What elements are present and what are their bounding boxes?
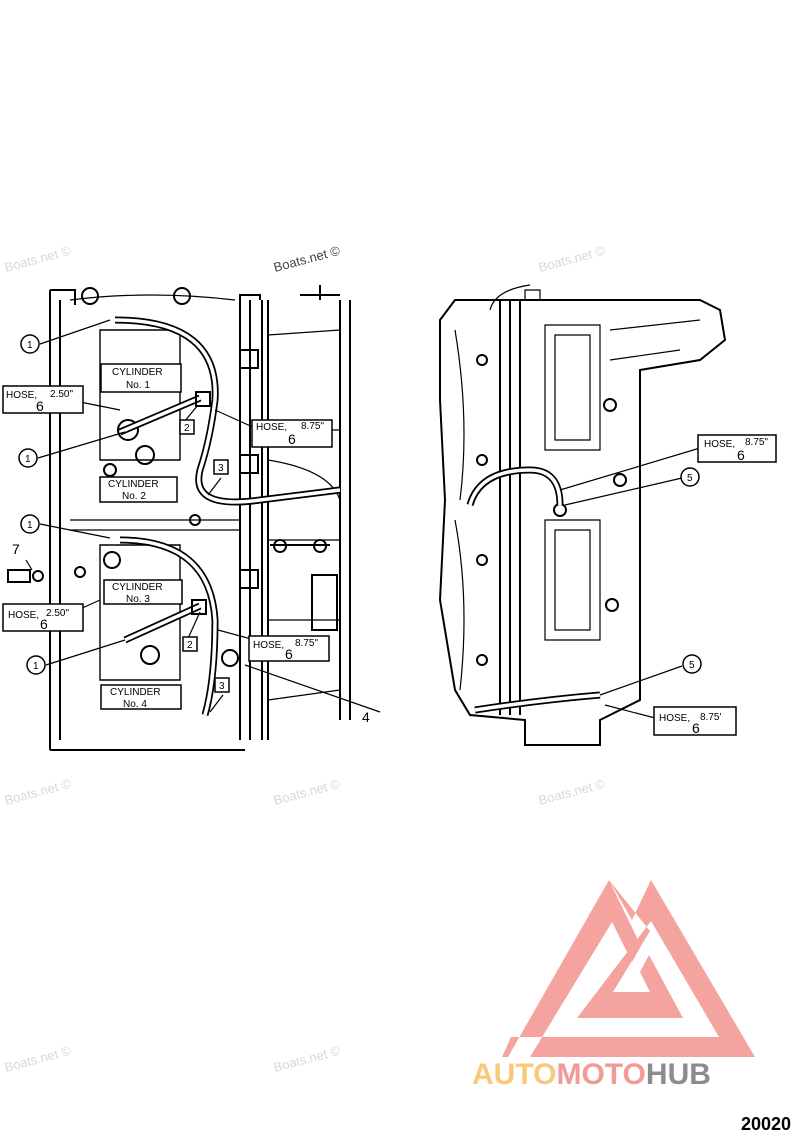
svg-text:2: 2 bbox=[187, 640, 193, 651]
svg-text:HOSE,: HOSE, bbox=[256, 422, 287, 433]
svg-text:8.75": 8.75" bbox=[301, 421, 324, 432]
hose-label: HOSE, 8.75'6 bbox=[653, 706, 737, 736]
svg-text:6: 6 bbox=[36, 398, 44, 414]
hose-label: HOSE, 2.50"6 bbox=[2, 603, 84, 632]
watermark: Boats.net © bbox=[537, 776, 607, 808]
svg-text:HOSE,: HOSE, bbox=[704, 439, 735, 450]
svg-text:6: 6 bbox=[40, 616, 48, 632]
svg-text:3: 3 bbox=[219, 681, 225, 692]
left-engine-block bbox=[25, 285, 381, 751]
svg-text:6: 6 bbox=[737, 447, 745, 463]
svg-text:2.50": 2.50" bbox=[50, 389, 73, 400]
svg-text:HOSE,: HOSE, bbox=[8, 610, 39, 621]
svg-text:3: 3 bbox=[218, 463, 224, 474]
svg-text:6: 6 bbox=[692, 720, 700, 736]
svg-text:HOSE,: HOSE, bbox=[253, 640, 284, 651]
watermark: Boats.net © bbox=[3, 1043, 73, 1075]
svg-text:2: 2 bbox=[184, 423, 190, 434]
watermark: Boats.net © bbox=[537, 243, 607, 275]
svg-text:CYLINDER: CYLINDER bbox=[110, 687, 161, 698]
callout-1: 1 bbox=[26, 655, 46, 675]
svg-text:6: 6 bbox=[288, 431, 296, 447]
automotohub-logo: AUTOMOTOHUB bbox=[472, 880, 755, 1091]
watermark: Boats.net © bbox=[272, 776, 342, 808]
right-labels: HOSE,8.75"6 HOSE,8.75'6 5 5 bbox=[653, 434, 777, 736]
svg-text:HOSE,: HOSE, bbox=[6, 390, 37, 401]
svg-text:CYLINDER: CYLINDER bbox=[108, 479, 159, 490]
callout-7: 7 bbox=[12, 541, 20, 557]
svg-text:No. 2: No. 2 bbox=[122, 491, 146, 502]
callout-3: 3 bbox=[214, 677, 230, 693]
watermark: Boats.net © bbox=[3, 243, 73, 275]
svg-text:6: 6 bbox=[285, 646, 293, 662]
svg-text:No. 3: No. 3 bbox=[126, 594, 150, 605]
left-labels: 1 1 1 1 2 2 3 3 4 7 CYLINDER No. 1 CYLIND… bbox=[2, 334, 370, 725]
watermark: Boats.net © bbox=[3, 776, 73, 808]
hose-label: HOSE, 2.50" 6 bbox=[2, 385, 84, 414]
callout-1: 1 bbox=[20, 334, 40, 354]
svg-text:No. 1: No. 1 bbox=[126, 380, 150, 391]
callout-5: 5 bbox=[682, 654, 702, 674]
svg-text:8.75": 8.75" bbox=[295, 638, 318, 649]
svg-text:No. 4: No. 4 bbox=[123, 699, 147, 710]
hose-label: HOSE, 8.75" 6 bbox=[251, 419, 333, 448]
callout-4: 4 bbox=[362, 709, 370, 725]
hose-label: HOSE, 8.75"6 bbox=[248, 635, 330, 662]
callout-1: 1 bbox=[20, 514, 40, 534]
right-engine-block bbox=[438, 284, 727, 746]
svg-text:CYLINDER: CYLINDER bbox=[112, 582, 163, 593]
svg-text:2.50": 2.50" bbox=[46, 608, 69, 619]
svg-text:1: 1 bbox=[33, 661, 39, 672]
watermark: Boats.net © bbox=[272, 1043, 342, 1075]
callout-1: 1 bbox=[18, 448, 38, 468]
svg-text:5: 5 bbox=[687, 473, 693, 484]
hose-label: HOSE, 8.75"6 bbox=[697, 434, 777, 463]
logo-text: AUTOMOTOHUB bbox=[472, 1058, 711, 1091]
clip-part-7-icon bbox=[7, 569, 44, 583]
svg-text:HOSE,: HOSE, bbox=[659, 713, 690, 724]
svg-text:5: 5 bbox=[689, 660, 695, 671]
svg-text:CYLINDER: CYLINDER bbox=[112, 367, 163, 378]
svg-text:1: 1 bbox=[25, 454, 31, 465]
cylinder-label: CYLINDER No. 1 bbox=[100, 363, 182, 393]
callout-2: 2 bbox=[179, 419, 195, 435]
callout-3: 3 bbox=[213, 459, 229, 475]
callout-2: 2 bbox=[182, 636, 198, 652]
svg-text:8.75": 8.75" bbox=[745, 437, 768, 448]
svg-text:1: 1 bbox=[27, 340, 33, 351]
svg-text:8.75': 8.75' bbox=[700, 712, 721, 723]
figure-number: 20020 bbox=[741, 1114, 791, 1134]
watermark: Boats.net © bbox=[272, 243, 342, 275]
svg-text:1: 1 bbox=[27, 520, 33, 531]
callout-5: 5 bbox=[680, 467, 700, 487]
